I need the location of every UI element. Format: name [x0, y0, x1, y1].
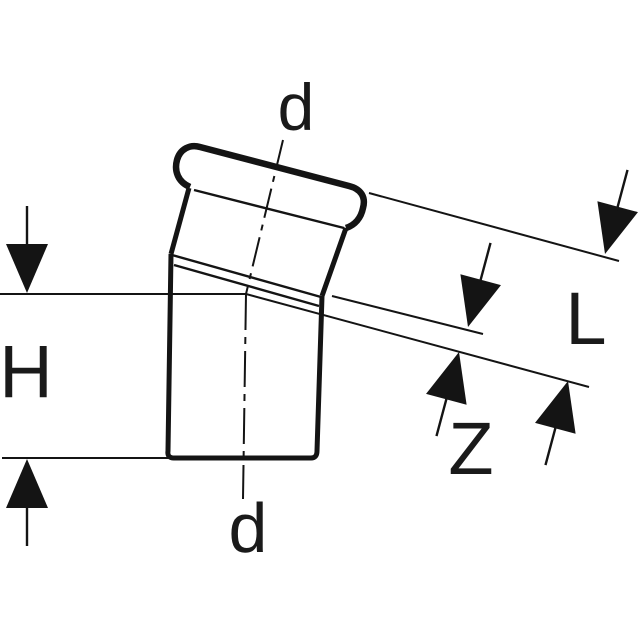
socket-left-wall [168, 187, 192, 255]
h-top-arrow [6, 206, 48, 293]
l-upper-dimension-line [368, 192, 620, 262]
l-bottom-arrow [535, 381, 576, 466]
h-bottom-arrow-head [6, 459, 48, 508]
z-top-arrow-head [460, 274, 501, 327]
centerline-socket-axis [245, 139, 284, 295]
socket-end-face-line-1 [171, 253, 322, 299]
socket-rim-outline [172, 142, 368, 232]
socket-mouth-inner-line [193, 188, 345, 230]
z-top-arrow-tail [478, 242, 492, 284]
dimension-label-z: Z [448, 407, 494, 490]
dimension-label-l: L [565, 277, 607, 360]
l-top-arrow [597, 169, 638, 254]
socket-right-wall [319, 227, 349, 297]
z-top-arrow [460, 242, 501, 327]
pipe-body-outline [165, 253, 325, 461]
dimension-label-d-top: d [277, 70, 315, 144]
dimension-label-d-bottom: d [228, 489, 268, 567]
l-bottom-arrow-head [535, 381, 576, 434]
z-upper-dimension-line [331, 295, 484, 335]
z-bottom-arrow-tail [435, 395, 449, 437]
z-bottom-arrow-head [426, 352, 467, 405]
centerline-pipe-axis [242, 293, 247, 500]
dimension-label-h: H [0, 330, 53, 413]
axis-dimension-line [245, 293, 590, 388]
l-top-arrow-head [597, 201, 638, 254]
socket-end-face-line-2 [173, 263, 320, 308]
l-bottom-arrow-tail [544, 424, 558, 466]
l-top-arrow-tail [615, 169, 629, 211]
h-bottom-arrow [6, 459, 48, 546]
z-bottom-arrow [426, 352, 467, 437]
h-top-arrow-head [6, 244, 48, 293]
